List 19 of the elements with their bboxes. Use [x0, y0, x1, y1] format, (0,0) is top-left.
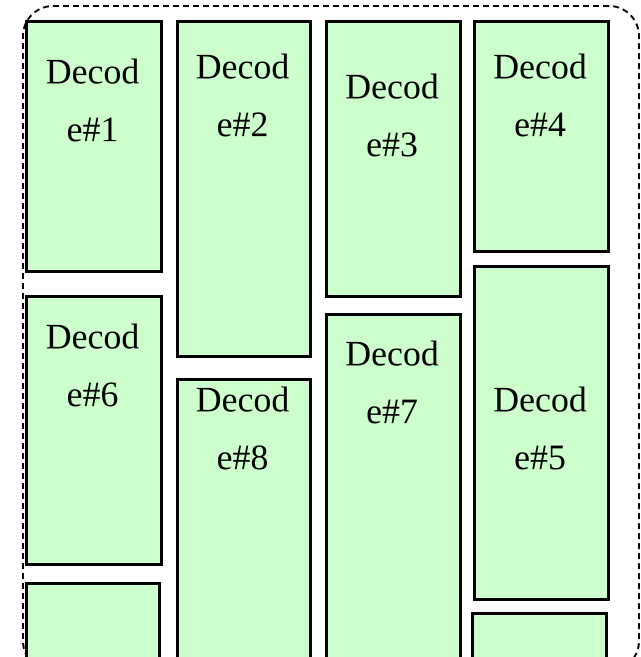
- decoder-label: Decod e#8: [196, 386, 289, 470]
- dashed-frame: [22, 5, 640, 657]
- decoder-label: Decod e#3: [346, 74, 438, 156]
- decoder-box: [176, 20, 312, 358]
- decoder-box: [473, 265, 610, 601]
- decoder-label: Decod e#4: [494, 54, 586, 136]
- decoder-label: Decod e#5: [494, 386, 586, 470]
- decoder-box: [25, 582, 161, 657]
- decoder-label: Decod e#2: [196, 54, 289, 136]
- decoder-box: [25, 20, 163, 273]
- decoder-box: [325, 313, 462, 657]
- decoder-label: Decod e#1: [46, 58, 139, 142]
- decoder-label: Decod e#6: [46, 324, 139, 406]
- decoder-box: [471, 612, 608, 657]
- decoder-box: [473, 20, 610, 253]
- decoder-box: [325, 20, 462, 298]
- decoder-label: Decod e#7: [346, 340, 438, 424]
- decoder-box: [176, 378, 312, 657]
- decoder-box: [25, 295, 163, 566]
